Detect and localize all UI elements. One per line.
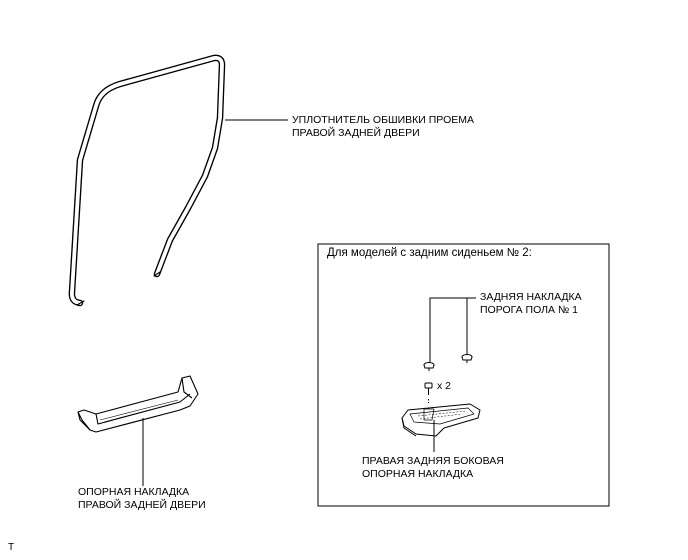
screw: [424, 382, 433, 403]
side-scuff-plate-label-line2: ОПОРНАЯ НАКЛАДКА: [362, 468, 474, 480]
corner-mark: T: [8, 542, 15, 553]
scuff-plate-label-line1: ОПОРНАЯ НАКЛАДКА: [78, 486, 190, 498]
floor-cover-label: ЗАДНЯЯ НАКЛАДКА ПОРОГА ПОЛА № 1: [480, 291, 582, 317]
screw-quantity: x 2: [437, 380, 452, 392]
rear-floor-step-cover-clips: [423, 354, 473, 371]
floor-cover-leader-lines: [429, 297, 476, 363]
floor-cover-label-line1: ЗАДНЯЯ НАКЛАДКА: [480, 291, 582, 303]
side-scuff-plate-label-line1: ПРАВАЯ ЗАДНЯЯ БОКОВАЯ: [362, 455, 504, 467]
scuff-plate-label: ОПОРНАЯ НАКЛАДКА ПРАВОЙ ЗАДНЕЙ ДВЕРИ: [78, 486, 206, 512]
inset-title: Для моделей с задним сиденьем № 2:: [327, 247, 532, 259]
scuff-plate-label-line2: ПРАВОЙ ЗАДНЕЙ ДВЕРИ: [78, 499, 206, 511]
floor-cover-label-line2: ПОРОГА ПОЛА № 1: [480, 304, 578, 316]
inset-frame: [317, 243, 610, 507]
side-scuff-plate-label: ПРАВАЯ ЗАДНЯЯ БОКОВАЯ ОПОРНАЯ НАКЛАДКА: [362, 455, 504, 481]
door-opening-weatherstrip: [68, 54, 226, 307]
weatherstrip-label-line1: УПЛОТНИТЕЛЬ ОБШИВКИ ПРОЕМА: [292, 114, 474, 126]
rear-door-scuff-plate: [77, 375, 199, 433]
weatherstrip-label-line2: ПРАВОЙ ЗАДНЕЙ ДВЕРИ: [292, 127, 420, 139]
rear-side-scuff-plate: [401, 403, 481, 437]
weatherstrip-label: УПЛОТНИТЕЛЬ ОБШИВКИ ПРОЕМА ПРАВОЙ ЗАДНЕЙ…: [292, 114, 474, 140]
